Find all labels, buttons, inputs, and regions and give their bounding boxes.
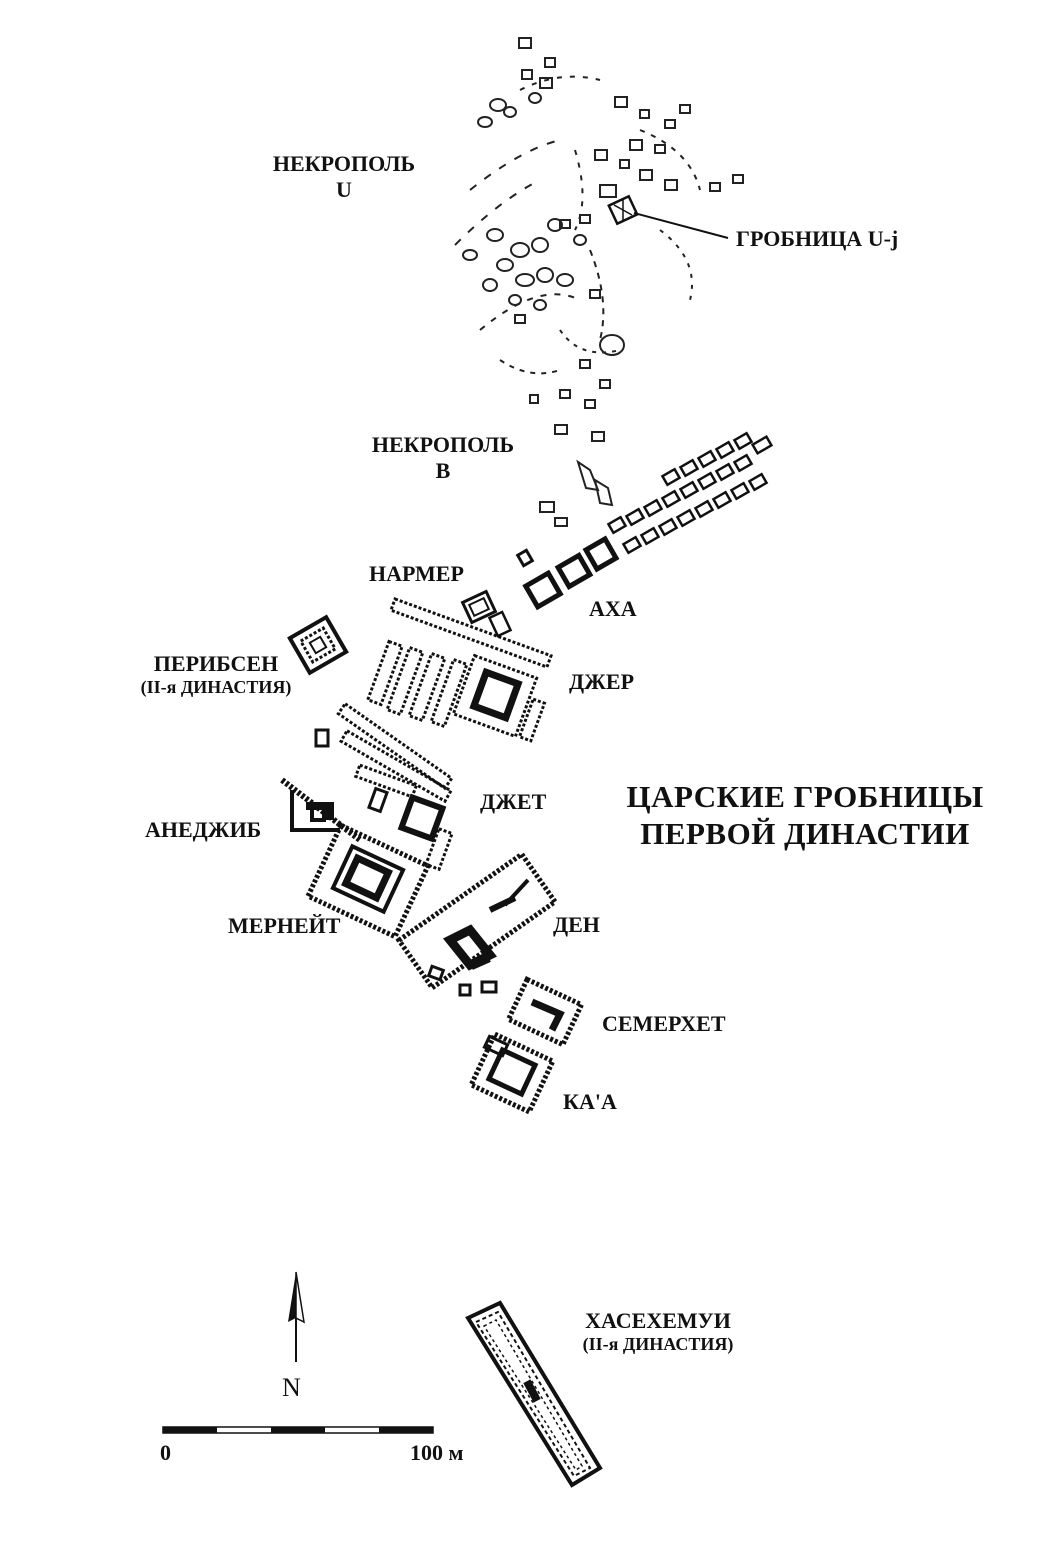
label-djer: ДЖЕР: [569, 669, 635, 694]
label-peribsen: ПЕРИБСЕН (II-я ДИНАСТИЯ): [140, 651, 292, 698]
aha-tombs: [515, 535, 620, 611]
tomb-uj-plan: [607, 194, 729, 239]
peribsen-tomb: [287, 614, 349, 676]
label-qaa: КА'А: [563, 1089, 617, 1114]
label-anedjib: АНЕДЖИБ: [145, 817, 262, 842]
khasekhemwy-tomb: [465, 1300, 603, 1488]
necropolis-u-plan: [454, 37, 744, 409]
subsidiary-graves-aha: [606, 431, 774, 555]
merneith-tomb: [304, 822, 432, 940]
qaa-tomb: [467, 1030, 557, 1116]
djer-complex: [365, 597, 553, 743]
north-arrow-icon: [288, 1271, 305, 1362]
scale-start-label: 0: [160, 1440, 171, 1465]
label-merneith: МЕРНЕЙТ: [228, 913, 341, 938]
map-title: ЦАРСКИЕ ГРОБНИЦЫ ПЕРВОЙ ДИНАСТИИ: [626, 779, 984, 852]
label-necropolis-u: НЕКРОПОЛЬ U: [272, 151, 416, 203]
necropolis-b-plan: [539, 424, 614, 527]
north-label: N: [282, 1373, 301, 1402]
scale-end-label: 100 м: [410, 1440, 464, 1465]
label-tomb-uj: ГРОБНИЦА U-j: [736, 226, 899, 251]
label-semerkhet: СЕМЕРХЕТ: [602, 1011, 726, 1036]
anedjib-tomb: [280, 777, 362, 843]
label-aha: АХА: [589, 596, 637, 621]
semerkhet-tomb: [505, 976, 585, 1048]
narmer-tomb: [460, 589, 513, 638]
label-khasekhemwy: ХАСЕХЕМУИ (II-я ДИНАСТИЯ): [582, 1308, 734, 1355]
label-narmer: НАРМЕР: [369, 561, 464, 586]
scale-bar: [162, 1426, 434, 1434]
label-necropolis-b: НЕКРОПОЛЬ B: [371, 432, 515, 484]
djet-complex: [314, 701, 454, 872]
label-djet: ДЖЕТ: [480, 789, 547, 814]
label-den: ДЕН: [553, 912, 600, 937]
den-tomb: [395, 850, 559, 997]
